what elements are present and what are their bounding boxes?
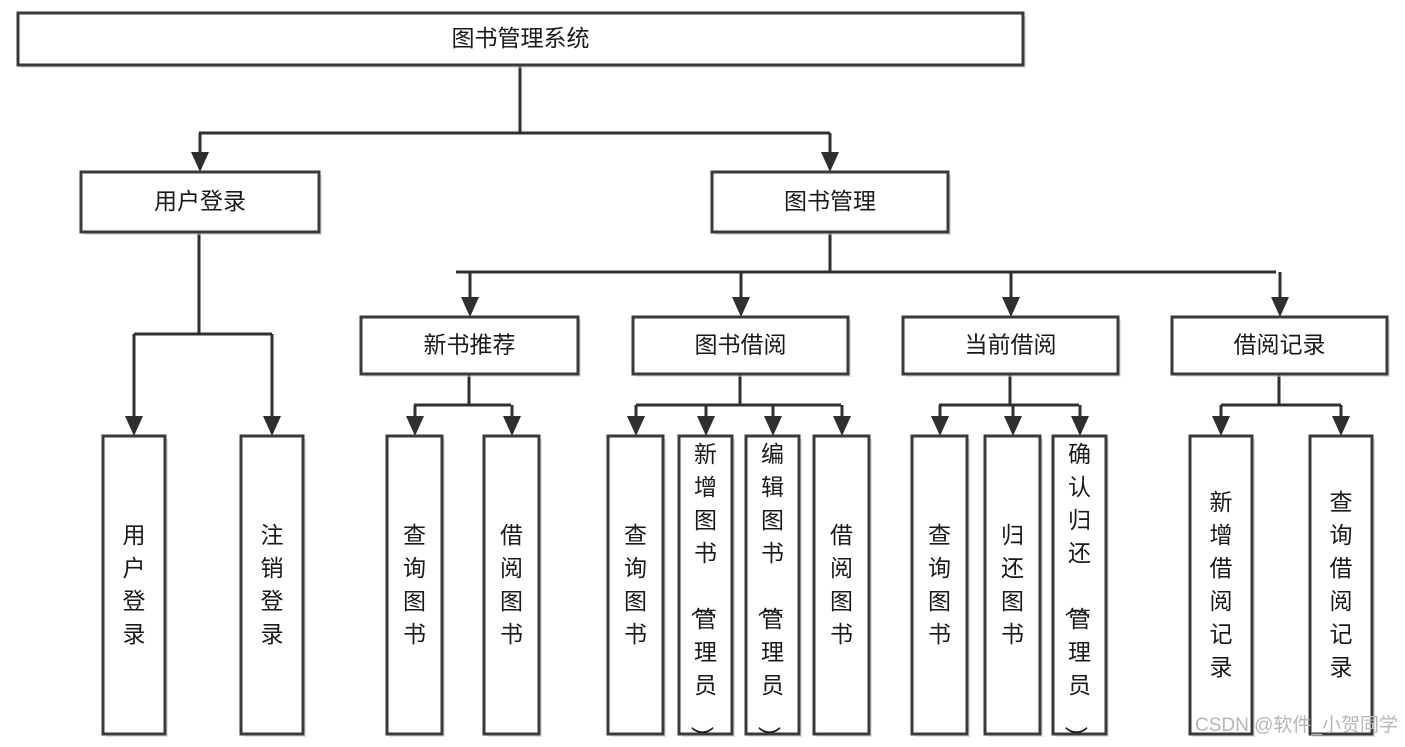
node-user-login[interactable]: 用户登录: [79, 170, 322, 235]
connector-group-bus-user-login: [125, 232, 281, 436]
node-leaf-borrow-book-rec[interactable]: 借阅图书: [482, 434, 542, 737]
node-box-leaf-borrow-book[interactable]: [812, 434, 871, 736]
node-root[interactable]: 图书管理系统: [16, 11, 1026, 68]
node-leaf-query-record[interactable]: 查询借阅记录: [1308, 434, 1375, 737]
node-book-borrow[interactable]: 图书借阅: [631, 315, 851, 377]
node-label-leaf-edit-book: 编辑图书（管理员）: [756, 441, 784, 747]
node-box-borrow-record[interactable]: [1170, 315, 1389, 376]
node-box-leaf-query-book-cur[interactable]: [910, 434, 969, 736]
node-label-new-book-rec: 新书推荐: [424, 332, 516, 358]
node-label-book-borrow: 图书借阅: [695, 332, 787, 358]
node-leaf-query-book-borrow[interactable]: 查询图书: [606, 434, 666, 737]
node-label-leaf-query-record: 查询借阅记录: [1330, 489, 1353, 680]
node-label-leaf-logout: 注销登录: [261, 522, 284, 647]
node-label-leaf-confirm-return: 确认归还（管理员）: [1063, 441, 1091, 747]
node-box-root[interactable]: [16, 11, 1025, 67]
node-leaf-add-record[interactable]: 新增借阅记录: [1188, 434, 1255, 737]
csdn-watermark: CSDN @软件_小贺同学: [1195, 714, 1398, 736]
node-box-leaf-return-book[interactable]: [983, 434, 1042, 736]
node-box-leaf-borrow-book-rec[interactable]: [482, 434, 541, 736]
connector-layer: [125, 65, 1350, 436]
node-leaf-query-book-cur[interactable]: 查询图书: [910, 434, 970, 737]
node-box-leaf-logout[interactable]: [239, 434, 305, 736]
node-borrow-record[interactable]: 借阅记录: [1170, 315, 1390, 377]
connector-group-bus-root: [191, 65, 839, 172]
node-box-leaf-query-record[interactable]: [1308, 434, 1374, 736]
node-box-leaf-confirm-return[interactable]: [1051, 434, 1108, 736]
node-label-leaf-query-book-borrow: 查询图书: [624, 522, 647, 647]
node-layer: 图书管理系统用户登录图书管理新书推荐图书借阅当前借阅借阅记录用户登录注销登录查询…: [16, 11, 1390, 747]
node-label-book-manage: 图书管理: [784, 188, 876, 214]
node-new-book-rec[interactable]: 新书推荐: [359, 315, 581, 377]
node-box-leaf-query-book-rec[interactable]: [385, 434, 444, 736]
connector-group-bus-book-manage: [456, 232, 1289, 317]
node-label-leaf-add-record: 新增借阅记录: [1210, 489, 1233, 680]
node-label-leaf-query-book-rec: 查询图书: [403, 522, 426, 647]
node-box-leaf-add-record[interactable]: [1188, 434, 1254, 736]
node-box-leaf-add-book[interactable]: [677, 434, 734, 736]
connector-group-bus-current-borrow: [931, 374, 1089, 436]
connector-group-bus-book-borrow: [627, 374, 851, 436]
node-label-leaf-return-book: 归还图书: [1001, 522, 1024, 647]
node-leaf-return-book[interactable]: 归还图书: [983, 434, 1043, 737]
node-box-current-borrow[interactable]: [901, 315, 1120, 376]
node-label-leaf-add-book: 新增图书（管理员）: [689, 441, 717, 747]
node-label-borrow-record: 借阅记录: [1234, 332, 1326, 358]
node-box-book-manage[interactable]: [710, 170, 950, 234]
node-label-leaf-borrow-book: 借阅图书: [830, 522, 853, 647]
connector-group-bus-new-book-rec: [406, 374, 521, 436]
node-leaf-edit-book[interactable]: 编辑图书（管理员）: [744, 434, 802, 747]
connector-group-bus-borrow-record: [1212, 374, 1350, 436]
node-box-leaf-query-book-borrow[interactable]: [606, 434, 665, 736]
node-box-user-login[interactable]: [79, 170, 321, 234]
node-box-leaf-edit-book[interactable]: [744, 434, 801, 736]
node-label-leaf-user-login: 用户登录: [123, 522, 146, 647]
node-current-borrow[interactable]: 当前借阅: [901, 315, 1121, 377]
node-leaf-add-book[interactable]: 新增图书（管理员）: [677, 434, 735, 747]
node-leaf-borrow-book[interactable]: 借阅图书: [812, 434, 872, 737]
node-label-user-login: 用户登录: [154, 188, 246, 214]
node-leaf-query-book-rec[interactable]: 查询图书: [385, 434, 445, 737]
node-label-current-borrow: 当前借阅: [965, 332, 1057, 358]
node-book-manage[interactable]: 图书管理: [710, 170, 951, 235]
node-label-leaf-query-book-cur: 查询图书: [928, 522, 951, 647]
node-label-root: 图书管理系统: [452, 25, 590, 51]
node-box-book-borrow[interactable]: [631, 315, 850, 376]
node-leaf-logout[interactable]: 注销登录: [239, 434, 306, 737]
node-leaf-user-login[interactable]: 用户登录: [101, 434, 168, 737]
node-box-new-book-rec[interactable]: [359, 315, 580, 376]
node-label-leaf-borrow-book-rec: 借阅图书: [500, 522, 523, 647]
node-box-leaf-user-login[interactable]: [101, 434, 167, 736]
node-leaf-confirm-return[interactable]: 确认归还（管理员）: [1051, 434, 1109, 747]
